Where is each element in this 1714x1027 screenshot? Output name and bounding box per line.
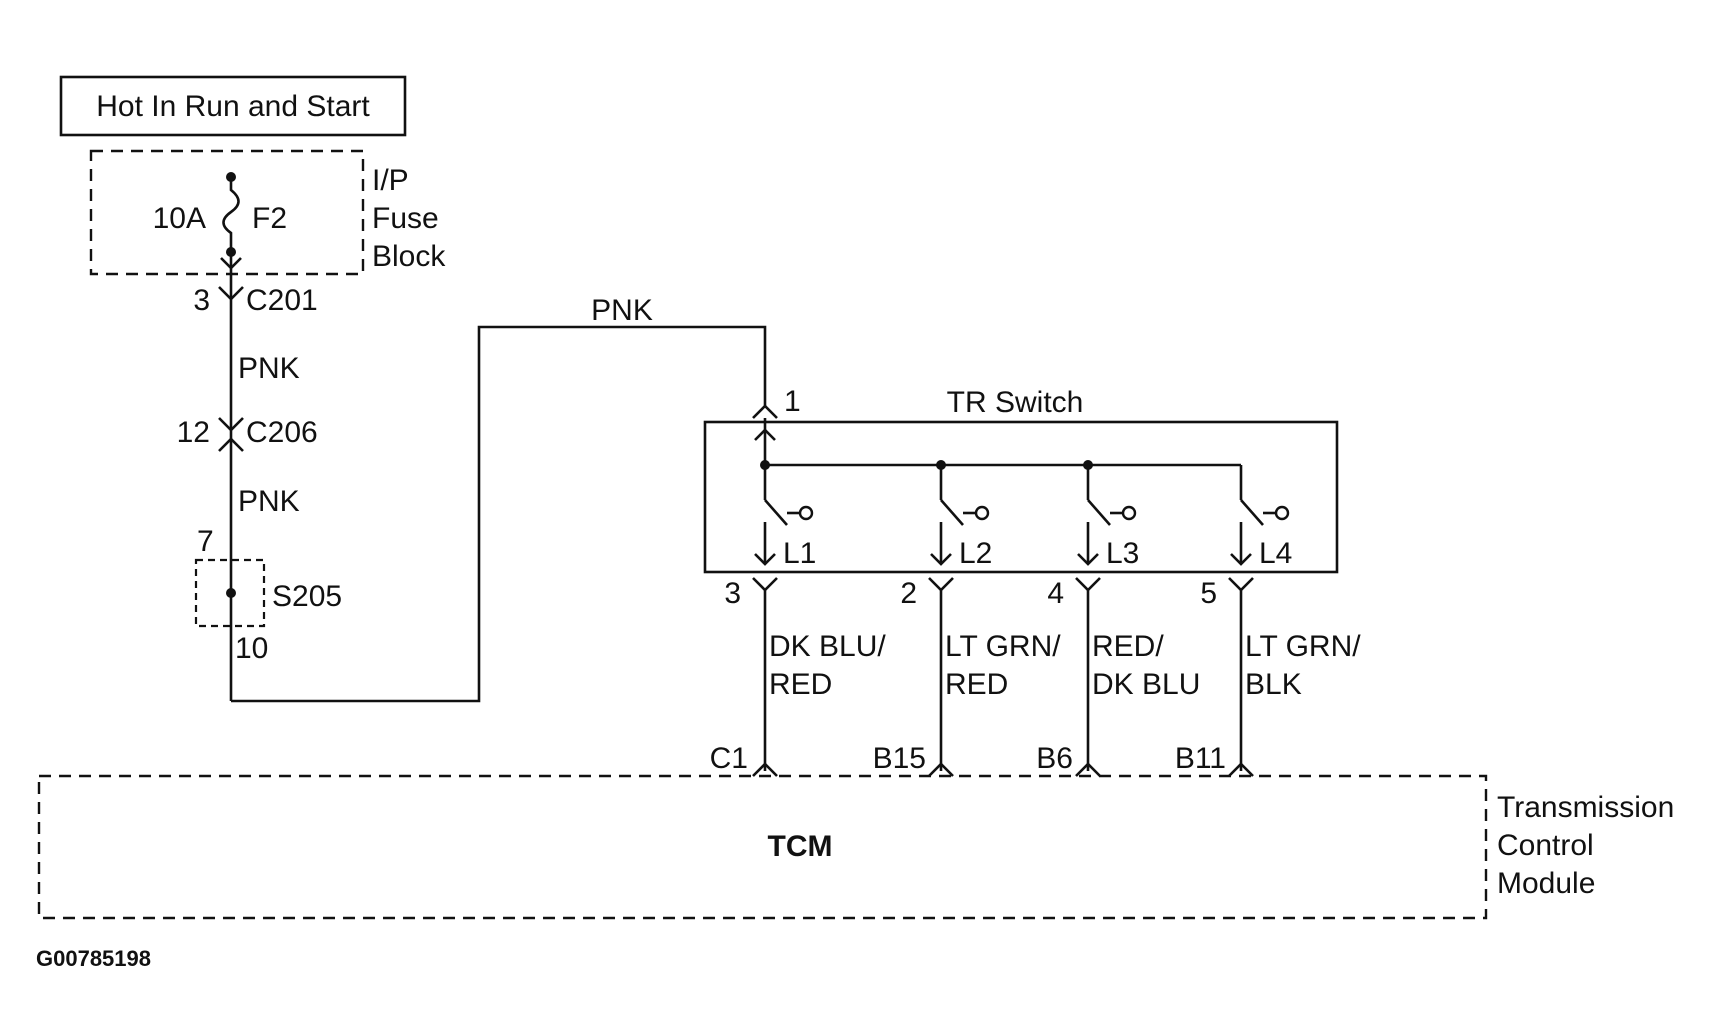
tcm-pin-b6: B6 (1036, 742, 1073, 775)
contact-l1: L1 (754, 465, 816, 570)
tcm-label-line3: Module (1497, 867, 1595, 900)
splice-s205: 7 S205 10 (194, 525, 342, 665)
wire-color-seg2: PNK (238, 485, 300, 518)
tcm-pin-c1: C1 (710, 742, 748, 775)
tr-switch-input-pin: 1 (784, 385, 801, 418)
contact-l1-name: L1 (783, 537, 816, 570)
splice-name: S205 (272, 580, 342, 613)
tr-pin-3-connector-icon (752, 577, 778, 592)
contact-l4-name: L4 (1259, 537, 1292, 570)
tr-switch-body (703, 420, 1339, 574)
feed-wire-to-tr-switch (231, 325, 767, 703)
fuse-block-label-line1: I/P (372, 164, 409, 197)
contact-l2-name: L2 (959, 537, 992, 570)
figure-id: G00785198 (36, 946, 151, 971)
fuse-block-label-line2: Fuse (372, 202, 439, 235)
tcm-module: TCM Transmission Control Module (37, 774, 1674, 920)
fuse-amperage: 10A (153, 202, 206, 235)
tcm-pin-b11: B11 (1175, 742, 1226, 775)
output-wire-l2: 2 LT GRN/ RED B15 (873, 577, 1061, 777)
tcm-pin-b6-connector-icon (1075, 762, 1101, 777)
tcm-pin-b15-connector-icon (928, 762, 954, 777)
tr-pin-5-connector-icon (1228, 577, 1254, 592)
contact-l3-name: L3 (1106, 537, 1139, 570)
contact-l4: L4 (1230, 499, 1292, 570)
wire-l1-color-line1: DK BLU/ (769, 630, 886, 663)
tcm-label-line1: Transmission (1497, 791, 1674, 824)
c201-pin: 3 (193, 284, 210, 317)
fuse-block-label-line3: Block (372, 240, 446, 273)
tr-switch-title: TR Switch (947, 386, 1084, 419)
wire-color-seg3: PNK (591, 294, 653, 327)
tr-pin-4-connector-icon (1075, 577, 1101, 592)
wire-l1-color-line2: RED (769, 668, 832, 701)
wire-color-seg1: PNK (238, 352, 300, 385)
connector-c206-female-icon (218, 437, 244, 452)
tcm-pin-b15: B15 (873, 742, 926, 775)
power-source-label: Hot In Run and Start (96, 90, 370, 123)
output-wire-l1: 3 DK BLU/ RED C1 (710, 577, 886, 777)
tr-switch: TR Switch 1 L1 L2 (703, 385, 1339, 574)
tr-pin-2-connector-icon (928, 577, 954, 592)
contact-l3: L3 (1077, 465, 1139, 570)
fuse-output-connector-icon (220, 257, 242, 270)
fuse-symbol (222, 177, 240, 252)
tcm-abbrev: TCM (768, 830, 833, 863)
wire-l3-color-line1: RED/ (1092, 630, 1164, 663)
connector-c206-male-icon (218, 417, 244, 432)
tcm-pin-c1-connector-icon (752, 762, 778, 777)
connector-c206: 12 C206 (177, 416, 318, 452)
tr-pin-4: 4 (1047, 577, 1064, 610)
c206-name: C206 (246, 416, 318, 449)
wire-l2-color-line2: RED (945, 668, 1008, 701)
output-wire-l4: 5 LT GRN/ BLK B11 (1175, 577, 1361, 777)
wire-l3-color-line2: DK BLU (1092, 668, 1200, 701)
splice-node (226, 588, 236, 598)
tr-pin-2: 2 (900, 577, 917, 610)
wire-l4-color-line2: BLK (1245, 668, 1302, 701)
connector-c201: 3 C201 (193, 284, 317, 317)
c201-name: C201 (246, 284, 318, 317)
contact-l2: L2 (930, 465, 992, 570)
connector-c201-icon (218, 286, 244, 301)
wire-l2-color-line1: LT GRN/ (945, 630, 1061, 663)
c206-pin: 12 (177, 416, 210, 449)
tcm-pin-b11-connector-icon (1228, 762, 1254, 777)
tr-switch-input-connector-icon (752, 404, 778, 419)
wire-l4-color-line1: LT GRN/ (1245, 630, 1361, 663)
tcm-body (37, 774, 1488, 920)
splice-pin-in: 7 (197, 525, 214, 558)
tr-pin-5: 5 (1200, 577, 1217, 610)
output-wire-l3: 4 RED/ DK BLU B6 (1036, 577, 1200, 777)
tr-pin-3: 3 (724, 577, 741, 610)
tcm-label-line2: Control (1497, 829, 1594, 862)
fuse-id: F2 (252, 202, 287, 235)
power-source: Hot In Run and Start (59, 75, 407, 137)
splice-pin-out: 10 (235, 632, 268, 665)
fuse-block: I/P Fuse Block 10A F2 (89, 149, 446, 276)
